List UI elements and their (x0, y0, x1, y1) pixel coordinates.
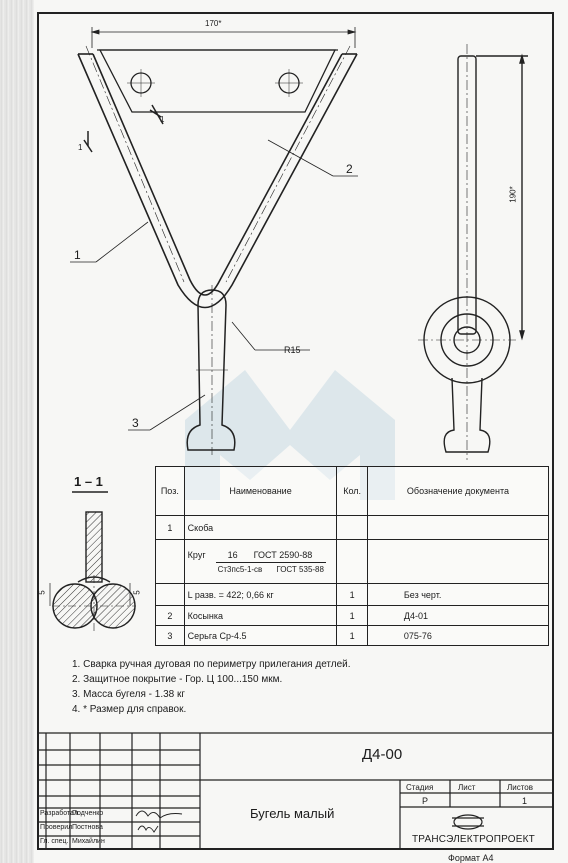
role-label: Гл. спец. (40, 838, 69, 845)
technical-notes: 1. Сварка ручная дуговая по периметру пр… (72, 657, 351, 717)
drawing-frame (37, 12, 554, 850)
section-dim-a: 5 (37, 590, 47, 595)
dim-height-label: 190* (508, 186, 518, 203)
note-item: 2. Защитное покрытие - Гор. Ц 100...150 … (72, 674, 283, 685)
cell-name: Серьга Ср-4.5 (183, 625, 338, 646)
signatures (135, 810, 183, 833)
callout-1: 1 (74, 248, 81, 262)
krug-gost-bottom: ГОСТ 535-88 (276, 564, 324, 574)
cell-name: L разв. = 422; 0,66 кг (183, 583, 338, 606)
note-item: 4. * Размер для справок. (72, 704, 187, 715)
sheet-format: Формат А4 (448, 853, 494, 863)
gusset-plate (97, 49, 338, 113)
krug-diameter: 16 (227, 549, 238, 560)
scan-edge-shading (0, 0, 34, 863)
cell-doc: 075-76 (366, 625, 550, 646)
organization-name: ТРАНСЭЛЕКТРОПРОЕКТ (412, 834, 535, 845)
section-mark-right: 1 (160, 115, 165, 124)
role-name: Постнова (72, 824, 103, 831)
table-row: 3 Серьга Ср-4.5 1 075-76 (155, 625, 550, 646)
table-row: 1 Скоба (155, 515, 550, 540)
cell-pos (155, 539, 185, 584)
drawing-title: Бугель малый (250, 806, 335, 821)
table-row: 2 Косынка 1 Д4-01 (155, 605, 550, 626)
spec-header-row: Поз. Наименование Кол. Обозначение докум… (155, 466, 550, 516)
section-view (49, 491, 136, 632)
cell-doc (366, 515, 550, 540)
stage-header: Стадия (406, 783, 434, 792)
cell-pos: 1 (155, 515, 185, 540)
specification-table: Поз. Наименование Кол. Обозначение докум… (155, 466, 550, 646)
krug-material: Ст3пс5-1-св (217, 564, 263, 574)
sheets-value: 1 (522, 796, 528, 806)
stage-value: Р (422, 796, 429, 806)
section-title: 1 – 1 (74, 474, 103, 489)
company-logo (452, 814, 484, 830)
callout-3: 3 (132, 416, 139, 430)
shackle (186, 285, 236, 455)
role-name: Михайлин (72, 838, 105, 845)
callout-2: 2 (346, 162, 353, 176)
cell-name-krug: Круг 16 ГОСТ 2590-88 Ст3пс5-1-св ГОСТ 53… (183, 539, 338, 584)
header-pos: Поз. (155, 466, 185, 516)
note-item: 3. Масса бугеля - 1.38 кг (72, 689, 186, 700)
header-doc: Обозначение документа (366, 466, 550, 516)
title-block-grid (39, 732, 554, 850)
role-label: Разработал (40, 810, 79, 817)
cell-qty: 1 (336, 583, 368, 606)
cell-doc (366, 539, 550, 584)
sheet-header: Лист (458, 783, 476, 792)
table-row: Круг 16 ГОСТ 2590-88 Ст3пс5-1-св ГОСТ 53… (155, 539, 550, 584)
role-label: Проверил (40, 824, 73, 831)
krug-label: Круг (187, 549, 206, 560)
cell-doc: Д4-01 (366, 605, 550, 626)
krug-spec: Круг 16 ГОСТ 2590-88 Ст3пс5-1-св ГОСТ 53… (188, 550, 334, 574)
krug-gost-top: ГОСТ 2590-88 (253, 549, 313, 560)
header-name: Наименование (183, 466, 338, 516)
note-item: 1. Сварка ручная дуговая по периметру пр… (72, 659, 351, 670)
cell-qty: 1 (336, 625, 368, 646)
dim-width-top (90, 27, 357, 48)
leaders (70, 139, 358, 431)
table-row: L разв. = 422; 0,66 кг 1 Без черт. (155, 583, 550, 606)
bracket-rod (77, 45, 358, 309)
side-view (418, 44, 528, 460)
section-marks (83, 104, 164, 153)
cell-name: Скоба (183, 515, 338, 540)
krug-top: 16 ГОСТ 2590-88 (215, 549, 326, 563)
cell-pos (155, 583, 185, 606)
section-mark-left: 1 (78, 143, 83, 152)
krug-fraction: 16 ГОСТ 2590-88 Ст3пс5-1-св ГОСТ 535-88 (215, 549, 326, 574)
cell-qty (336, 515, 368, 540)
dim-width-label: 170* (205, 19, 222, 28)
sheets-header: Листов (507, 783, 533, 792)
header-qty: Кол. (336, 466, 368, 516)
cell-name: Косынка (183, 605, 338, 626)
role-name: Подченко (72, 810, 104, 817)
krug-bottom: Ст3пс5-1-св ГОСТ 535-88 (216, 563, 326, 574)
cell-qty: 1 (336, 605, 368, 626)
section-dim-b: 5 (132, 590, 142, 595)
cell-qty (336, 539, 368, 584)
cell-pos: 3 (155, 625, 185, 646)
drawing-code: Д4-00 (362, 746, 403, 763)
cell-pos: 2 (155, 605, 185, 626)
cell-doc: Без черт. (366, 583, 550, 606)
radius-label: R15 (284, 345, 301, 355)
